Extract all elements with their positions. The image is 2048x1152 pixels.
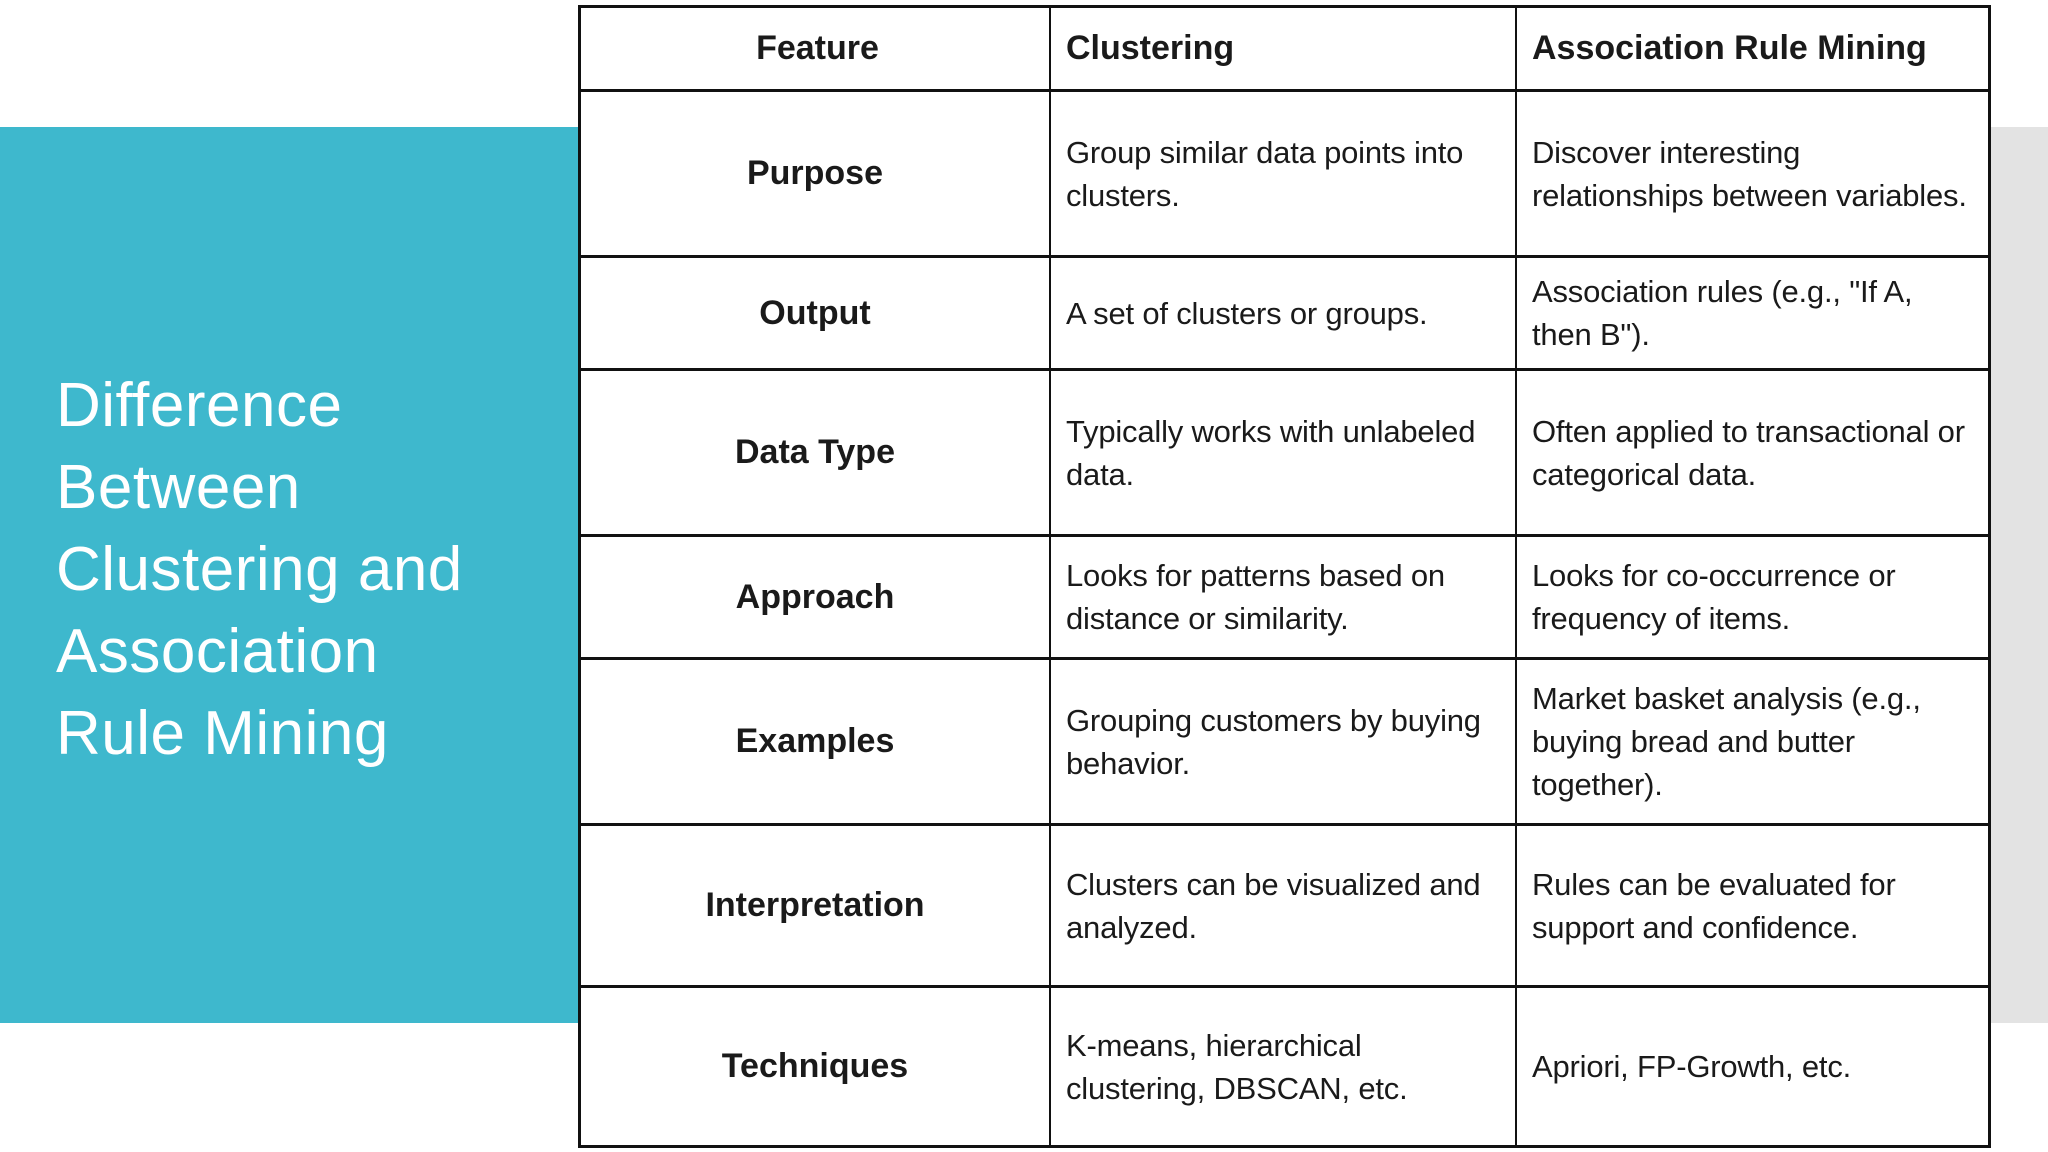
cell-examples-association: Market basket analysis (e.g., buying bre… <box>1517 660 1988 826</box>
title-panel: Difference Between Clustering and Associ… <box>0 127 578 1023</box>
row-label-techniques: Techniques <box>581 988 1051 1145</box>
slide-title-line: Difference <box>56 371 343 440</box>
cell-techniques-clustering: K-means, hierarchical clustering, DBSCAN… <box>1051 988 1517 1145</box>
cell-examples-clustering: Grouping customers by buying behavior. <box>1051 660 1517 826</box>
row-label-interpretation: Interpretation <box>581 826 1051 988</box>
cell-data-type-clustering: Typically works with unlabeled data. <box>1051 371 1517 537</box>
cell-interpretation-association: Rules can be evaluated for support and c… <box>1517 826 1988 988</box>
slide-title-line: Between <box>56 453 301 522</box>
row-label-purpose: Purpose <box>581 92 1051 258</box>
slide-title-line: Rule Mining <box>56 699 389 768</box>
cell-output-association: Association rules (e.g., "If A, then B")… <box>1517 258 1988 371</box>
cell-purpose-clustering: Group similar data points into clusters. <box>1051 92 1517 258</box>
cell-approach-association: Looks for co-occurrence or frequency of … <box>1517 537 1988 660</box>
comparison-table: Feature Clustering Association Rule Mini… <box>578 5 1991 1148</box>
row-label-output: Output <box>581 258 1051 371</box>
header-feature: Feature <box>581 8 1051 92</box>
cell-techniques-association: Apriori, FP-Growth, etc. <box>1517 988 1988 1145</box>
header-association-rule-mining: Association Rule Mining <box>1517 8 1988 92</box>
cell-approach-clustering: Looks for patterns based on distance or … <box>1051 537 1517 660</box>
row-label-examples: Examples <box>581 660 1051 826</box>
slide-title-line: Association <box>56 617 379 686</box>
cell-data-type-association: Often applied to transactional or catego… <box>1517 371 1988 537</box>
row-label-data-type: Data Type <box>581 371 1051 537</box>
cell-purpose-association: Discover interesting relationships betwe… <box>1517 92 1988 258</box>
row-label-approach: Approach <box>581 537 1051 660</box>
cell-output-clustering: A set of clusters or groups. <box>1051 258 1517 371</box>
slide-title-line: Clustering and <box>56 535 463 604</box>
header-clustering: Clustering <box>1051 8 1517 92</box>
right-accent-strip <box>1989 127 2048 1023</box>
cell-interpretation-clustering: Clusters can be visualized and analyzed. <box>1051 826 1517 988</box>
slide-title: Difference Between Clustering and Associ… <box>56 365 566 775</box>
